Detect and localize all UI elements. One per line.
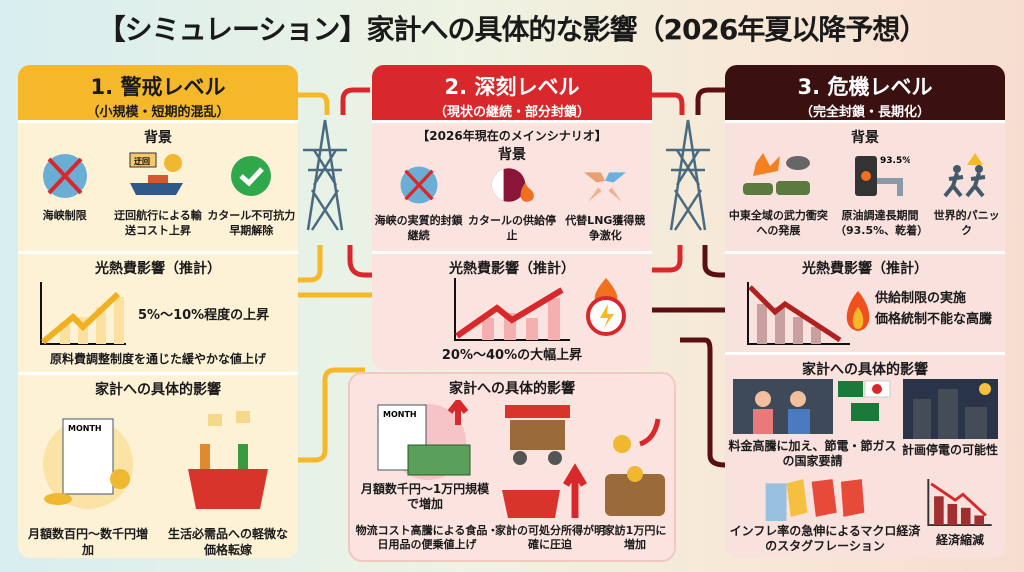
background-item: カタール不可抗力早期解除 [206, 151, 296, 238]
family-flags-icon [733, 379, 891, 434]
item-label: 迂回航行による輸送コスト上昇 [114, 209, 202, 237]
oil-barrel-icon: 93.5% [854, 156, 911, 196]
level1-household-section: 家計への具体的影響 MONTH 月額数百円〜数千円増加 生活必需品への軽微な価格転… [18, 372, 298, 558]
item-label: 原油調達長期間（93.5%、乾着） [834, 209, 929, 237]
qatar-flag-fire-icon [491, 168, 534, 202]
power-tower-icon [666, 119, 710, 231]
level3-panel: 3. 危機レベル （完全封鎖・長期化） 背景 中東全域の武力衝突への発展 93.… [725, 65, 1005, 558]
price-tags-icon [765, 479, 865, 521]
background-item: 93.5% 原油調達長期間（93.5%、乾着） [834, 151, 929, 238]
rising-chart-icon [454, 278, 570, 341]
level1-energy-section: 光熱費影響（推計） 5%〜10%程度の上昇 原料費調整制度を通じた緩やかな値上げ [18, 251, 298, 371]
level3-subtitle: （完全封鎖・長期化） [799, 105, 930, 120]
level2-title: 2. 深刻レベル [444, 75, 580, 99]
level1-header: 1. 警戒レベル （小規模・短期的混乱） [18, 65, 298, 120]
tanks-explosion-icon [743, 153, 811, 195]
item-label: 代替LNG獲得競争激化 [565, 214, 646, 242]
crossed-globe-icon [400, 166, 438, 204]
item-label: 月額数百円〜数千円増加 [28, 527, 149, 557]
section-title: 背景 [851, 130, 879, 146]
level2-header: 2. 深刻レベル （現状の継続・部分封鎖） [372, 65, 652, 120]
energy-note: 原料費調整制度を通じた緩やかな値上げ [49, 352, 266, 366]
item-label: カタールの供給停止 [467, 214, 556, 242]
household-label: 料金高騰に加え、節電・節ガスの国家要請 [728, 439, 897, 468]
rising-chart-icon [40, 282, 126, 345]
svg-text:迂回: 迂回 [134, 157, 150, 166]
dark-city-icon [903, 379, 998, 439]
item-label: 中東全域の武力衝突への発展 [728, 209, 828, 237]
household-note: 物流コスト高騰による食品・日用品の便乗値上げ [355, 524, 499, 551]
household-label: 経済縮減 [935, 533, 984, 547]
section-title: 光熱費影響（推計） [449, 261, 575, 277]
item-label: 海峡制限 [42, 209, 87, 223]
section-title: 光熱費影響（推計） [95, 261, 221, 277]
level2-energy-section: 光熱費影響（推計） 20%〜40%の大幅上昇 [372, 251, 652, 370]
energy-value-2: 価格統制不能な高騰 [875, 312, 993, 327]
section-title: 家計への具体的影響 [449, 381, 575, 397]
household-label: インフレ率の急伸によるマクロ経済のスタグフレーション [729, 524, 921, 553]
item-label: 海峡の実質的封鎖継続 [374, 214, 463, 242]
section-title: 家計への具体的影響 [95, 382, 221, 398]
scenario-label: 【2026年現在のメインシナリオ】 [417, 129, 607, 143]
falling-chart-icon [747, 282, 850, 345]
page-title: 【シミュレーション】家計への具体的な影響（2026年夏以降予想） [97, 13, 928, 46]
handshake-icon [584, 172, 627, 202]
level2-household-section: 家計への具体的影響 MONTH 月額数千円〜1万円規模で増加 物流コスト高騰によ… [348, 372, 676, 562]
energy-value: 供給制限の実施 [875, 291, 967, 306]
fire-icon [846, 291, 870, 331]
section-title: 背景 [144, 130, 172, 146]
background-item: 中東全域の武力衝突への発展 [728, 151, 828, 238]
flow-arrows [295, 87, 372, 463]
level1-panel: 1. 警戒レベル （小規模・短期的混乱） 背景 海峡制限 迂回迂回航行による輸送… [18, 65, 298, 558]
check-circle-icon [231, 156, 272, 196]
energy-value: 5%〜10%程度の上昇 [138, 308, 270, 323]
household-label: 家計の可処分所得が明確に圧迫 [495, 524, 605, 551]
background-item: 海峡の実質的封鎖継続 [374, 164, 464, 243]
wallet-coins-icon [605, 418, 665, 516]
svg-text:MONTH: MONTH [383, 410, 417, 419]
bill-coins-icon: MONTH [43, 418, 133, 509]
household-label: 計画停電の可能性 [901, 443, 998, 457]
level3-background-section: 背景 中東全域の武力衝突への発展 93.5%原油調達長期間（93.5%、乾着） … [725, 120, 1005, 250]
level1-title: 1. 警戒レベル [90, 75, 226, 99]
svg-text:MONTH: MONTH [68, 424, 102, 433]
level3-header: 3. 危機レベル （完全封鎖・長期化） [725, 65, 1005, 120]
level3-title: 3. 危機レベル [797, 75, 933, 99]
level1-background-section: 背景 海峡制限 迂回迂回航行による輸送コスト上昇 カタール不可抗力早期解除 [18, 120, 298, 250]
section-title: 光熱費影響（推計） [802, 261, 928, 277]
food-cart-basket-icon [502, 405, 588, 518]
svg-text:93.5%: 93.5% [880, 156, 910, 166]
bill-cash-icon: MONTH [377, 400, 471, 480]
household-item: 生活必需品への軽微な価格転嫁 [168, 409, 288, 558]
level3-household-section: 家計への具体的影響 料金高騰に加え、節電・節ガスの国家要請 計画停電の可能性 イ… [725, 352, 1005, 558]
level3-energy-section: 光熱費影響（推計） 供給制限の実施 価格統制不能な高騰 [725, 251, 1005, 351]
background-item: 迂回迂回航行による輸送コスト上昇 [113, 151, 203, 238]
level2-background-section: 【2026年現在のメインシナリオ】 背景 海峡の実質的封鎖継続 カタールの供給停… [372, 120, 652, 250]
truck-ship-coins-icon: 迂回 [129, 152, 183, 195]
running-people-icon [943, 153, 985, 198]
item-label: 世界的パニック [933, 209, 1000, 237]
fire-lightning-icon [586, 278, 626, 336]
item-label: カタール不可抗力早期解除 [207, 209, 296, 237]
section-title: 家計への具体的影響 [802, 362, 928, 378]
background-item: カタールの供給停止 [467, 164, 557, 243]
item-label: 生活必需品への軽微な価格転嫁 [168, 527, 289, 557]
section-title: 背景 [498, 147, 526, 163]
background-item: 世界的パニック [932, 151, 1002, 238]
falling-chart-icon [927, 479, 992, 527]
level1-subtitle: （小規模・短期的混乱） [86, 105, 230, 120]
crossed-globe-icon [42, 154, 87, 198]
background-item: 代替LNG獲得競争激化 [560, 164, 650, 243]
power-tower-icon [303, 119, 347, 231]
background-item: 海峡制限 [20, 151, 110, 238]
household-label: 月額数千円〜1万円規模で増加 [360, 482, 490, 511]
shopping-basket-icon [188, 411, 268, 509]
energy-value: 20%〜40%の大幅上昇 [441, 348, 583, 363]
level2-panel: 2. 深刻レベル （現状の継続・部分封鎖） 【2026年現在のメインシナリオ】 … [372, 65, 652, 370]
household-label: 家訪1万円に増加 [603, 524, 667, 551]
level2-subtitle: （現状の継続・部分封鎖） [433, 105, 590, 120]
household-item: MONTH 月額数百円〜数千円増加 [28, 409, 148, 558]
flow-arrows [650, 87, 726, 468]
